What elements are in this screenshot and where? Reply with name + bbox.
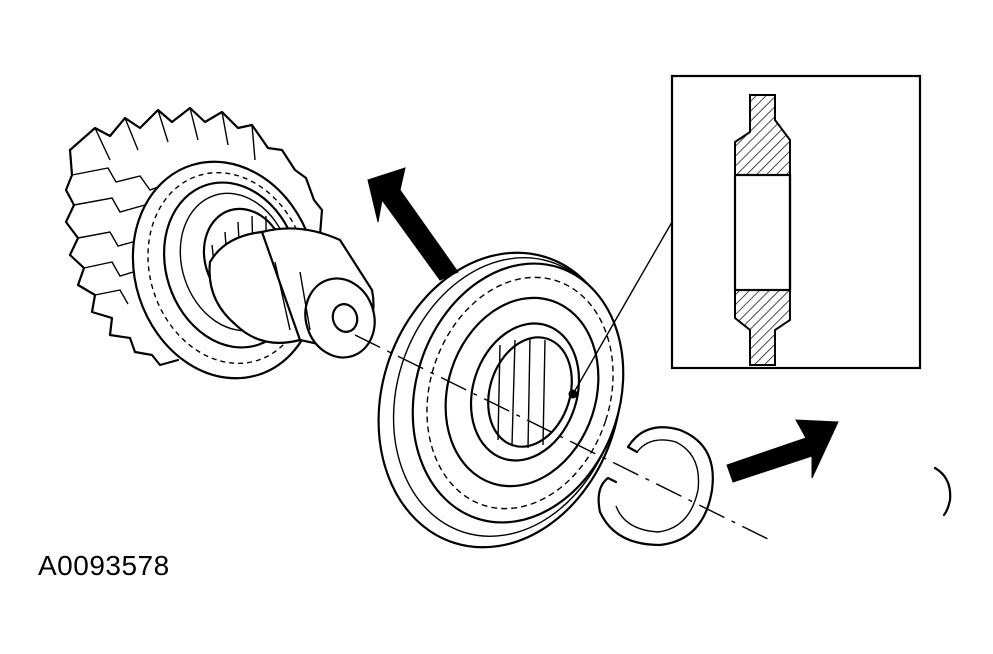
- assembly-axis-line: [354, 334, 771, 541]
- arrow-icon: [726, 419, 839, 483]
- partial-ring-fragment: [933, 466, 952, 517]
- detail-inset: [670, 74, 922, 370]
- snap-ring: [597, 426, 714, 547]
- figure-reference-code: A0093578: [38, 550, 170, 581]
- synchronizer-sleeve: [377, 251, 625, 549]
- detail-leader-line: [572, 221, 673, 395]
- arrow-icon: [367, 167, 459, 281]
- gear-cluster: [64, 106, 376, 380]
